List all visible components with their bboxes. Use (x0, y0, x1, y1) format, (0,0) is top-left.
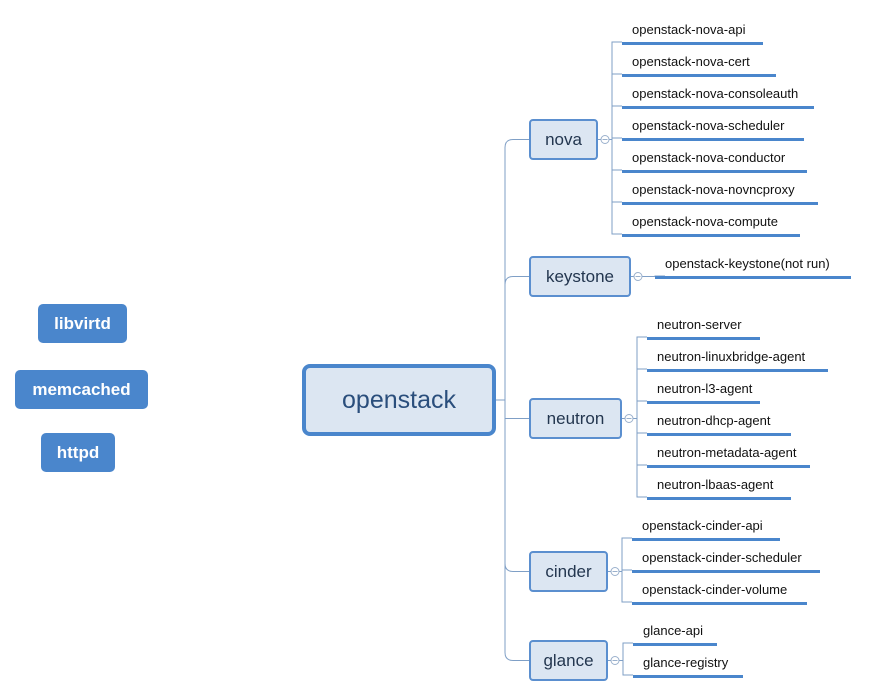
connector-neutron-leaf-3 (633, 418, 647, 434)
branch-topic-label: neutron (546, 408, 605, 428)
subtopic-underline (632, 602, 807, 605)
connector-root-cinder (496, 399, 529, 572)
root-topic-openstack[interactable]: openstack (302, 364, 496, 436)
root-topic-label: openstack (342, 385, 456, 414)
branch-topic-neutron[interactable]: neutron (529, 398, 622, 439)
floating-topic-libvirtd[interactable]: libvirtd (38, 304, 127, 343)
subtopic-neutron-metadata-agent[interactable]: neutron-metadata-agent (657, 445, 797, 460)
subtopic-underline (622, 170, 807, 173)
connector-nova-leaf-1 (609, 73, 622, 140)
subtopic-neutron-dhcp-agent[interactable]: neutron-dhcp-agent (657, 413, 771, 428)
subtopic-neutron-linuxbridge-agent[interactable]: neutron-linuxbridge-agent (657, 349, 806, 364)
subtopic-underline (622, 202, 818, 205)
subtopic-underline (647, 337, 760, 340)
branch-topic-label: keystone (545, 266, 615, 286)
subtopic-underline (633, 643, 717, 646)
connector-root-glance (496, 399, 529, 661)
connector-neutron-leaf-2 (633, 400, 647, 419)
connector-neutron-leaf-4 (633, 418, 647, 466)
connector-root-nova (496, 139, 529, 401)
subtopic-underline (647, 401, 760, 404)
subtopic-underline (632, 538, 780, 541)
subtopic-underline (622, 74, 776, 77)
floating-topic-memcached[interactable]: memcached (15, 370, 148, 409)
subtopic-openstack-nova-consoleauth[interactable]: openstack-nova-consoleauth (632, 86, 799, 101)
subtopic-glance-registry[interactable]: glance-registry (643, 655, 729, 670)
connector-root-neutron (496, 399, 529, 419)
branch-topic-cinder[interactable]: cinder (529, 551, 608, 592)
subtopic-openstack-nova-api[interactable]: openstack-nova-api (632, 22, 746, 37)
subtopic-openstack-nova-compute[interactable]: openstack-nova-compute (632, 214, 778, 229)
subtopic-underline (622, 106, 814, 109)
subtopic-openstack-nova-conductor[interactable]: openstack-nova-conductor (632, 150, 786, 165)
subtopic-openstack-keystone-not-run-[interactable]: openstack-keystone(not run) (665, 256, 830, 271)
subtopic-underline (622, 234, 800, 237)
subtopic-openstack-nova-novncproxy[interactable]: openstack-nova-novncproxy (632, 182, 795, 197)
branch-topic-nova[interactable]: nova (529, 119, 598, 160)
connector-nova-leaf-2 (609, 105, 622, 140)
floating-topic-label: libvirtd (54, 313, 111, 333)
connector-neutron-leaf-5 (633, 418, 647, 498)
subtopic-openstack-cinder-volume[interactable]: openstack-cinder-volume (642, 582, 788, 597)
connector-glance-leaf-0 (619, 642, 633, 661)
connector-root-keystone (496, 276, 529, 401)
subtopic-underline (647, 369, 828, 372)
subtopic-openstack-nova-cert[interactable]: openstack-nova-cert (632, 54, 750, 69)
subtopic-underline (632, 570, 820, 573)
branch-topic-glance[interactable]: glance (529, 640, 608, 681)
connector-nova-leaf-6 (609, 139, 622, 235)
subtopic-underline (633, 675, 743, 678)
connector-nova-leaf-5 (609, 139, 622, 203)
subtopic-underline (647, 497, 791, 500)
floating-topic-label: memcached (32, 379, 131, 399)
floating-topic-httpd[interactable]: httpd (41, 433, 115, 472)
connector-neutron-leaf-1 (633, 368, 647, 419)
connector-glance-leaf-1 (619, 660, 633, 676)
connector-cinder-leaf-0 (619, 537, 632, 572)
connector-nova-leaf-0 (609, 41, 622, 140)
subtopic-neutron-server[interactable]: neutron-server (657, 317, 742, 332)
subtopic-glance-api[interactable]: glance-api (643, 623, 703, 638)
subtopic-underline (655, 276, 851, 279)
connector-nova-leaf-4 (609, 139, 622, 171)
subtopic-underline (622, 42, 763, 45)
floating-topic-label: httpd (56, 442, 100, 462)
branch-topic-label: cinder (545, 561, 592, 581)
connector-neutron-leaf-0 (633, 336, 647, 419)
subtopic-neutron-lbaas-agent[interactable]: neutron-lbaas-agent (657, 477, 774, 492)
branch-topic-keystone[interactable]: keystone (529, 256, 631, 297)
subtopic-underline (647, 433, 791, 436)
subtopic-neutron-l3-agent[interactable]: neutron-l3-agent (657, 381, 753, 396)
subtopic-underline (647, 465, 810, 468)
branch-topic-label: glance (543, 650, 594, 670)
subtopic-underline (622, 138, 804, 141)
subtopic-openstack-cinder-api[interactable]: openstack-cinder-api (642, 518, 763, 533)
subtopic-openstack-nova-scheduler[interactable]: openstack-nova-scheduler (632, 118, 785, 133)
connector-cinder-leaf-2 (619, 571, 632, 603)
subtopic-openstack-cinder-scheduler[interactable]: openstack-cinder-scheduler (642, 550, 802, 565)
branch-topic-label: nova (545, 129, 582, 149)
